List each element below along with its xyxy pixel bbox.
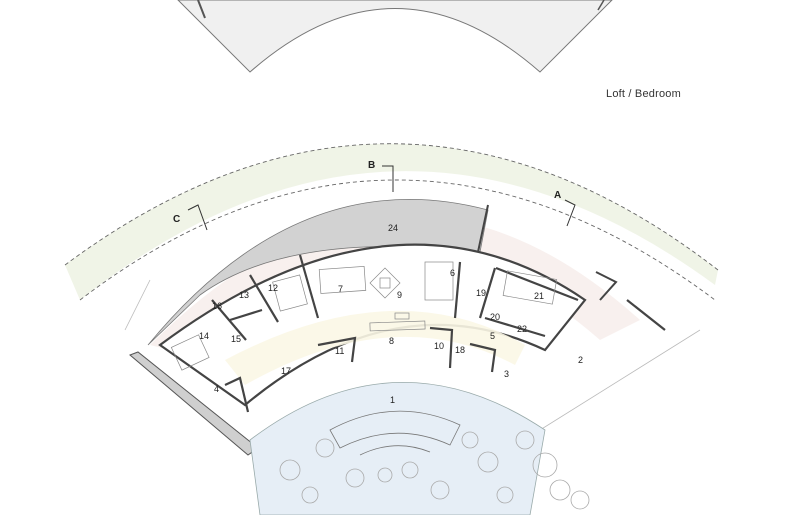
- pool-terrace: [249, 381, 546, 515]
- room-label: 16: [212, 301, 222, 311]
- entrance-wall: [626, 299, 666, 331]
- room-label: 9: [397, 290, 402, 300]
- room-label: 13: [239, 290, 249, 300]
- contour-line: [79, 179, 716, 301]
- room-label: 21: [534, 291, 544, 301]
- room-label: 6: [450, 268, 455, 278]
- room-label: 3: [504, 369, 509, 379]
- room-label: 14: [199, 331, 209, 341]
- section-label-c: C: [173, 214, 180, 225]
- room-label: 20: [490, 312, 500, 322]
- room-label: 10: [434, 341, 444, 351]
- section-marker-c: C: [173, 204, 208, 231]
- room-label: 19: [476, 288, 486, 298]
- room-label: 22: [517, 324, 527, 334]
- deck-area: [150, 215, 640, 355]
- furniture: [170, 261, 558, 371]
- room-label: 8: [389, 336, 394, 346]
- section-marker-a: A: [554, 190, 576, 227]
- drawing-caption: Loft / Bedroom: [606, 88, 681, 100]
- section-marker-b: B: [368, 160, 394, 192]
- section-label-a: A: [554, 190, 561, 201]
- room-label: 15: [231, 334, 241, 344]
- room-label: 7: [338, 284, 343, 294]
- room-label: 12: [268, 283, 278, 293]
- upper-floor-plan: [177, 0, 613, 73]
- interior-walls: [211, 254, 579, 413]
- entrance-wing: [595, 271, 618, 301]
- room-label: 24: [388, 223, 398, 233]
- room-label: 4: [214, 384, 219, 394]
- room-labels: 1 2 3 4 5 6 7 8 9 10 11 12 13 14 15 16 1…: [199, 223, 583, 405]
- room-label: 11: [335, 346, 344, 356]
- room-label: 17: [281, 366, 291, 376]
- site-outline: [124, 279, 701, 431]
- room-label: 1: [390, 395, 395, 405]
- vertical-fin: [477, 204, 489, 253]
- room-label: 18: [455, 345, 465, 355]
- room-label: 2: [578, 355, 583, 365]
- trees: [279, 430, 590, 510]
- landscape-band: [65, 143, 718, 300]
- room-label: 5: [490, 331, 495, 341]
- section-label-b: B: [368, 160, 375, 171]
